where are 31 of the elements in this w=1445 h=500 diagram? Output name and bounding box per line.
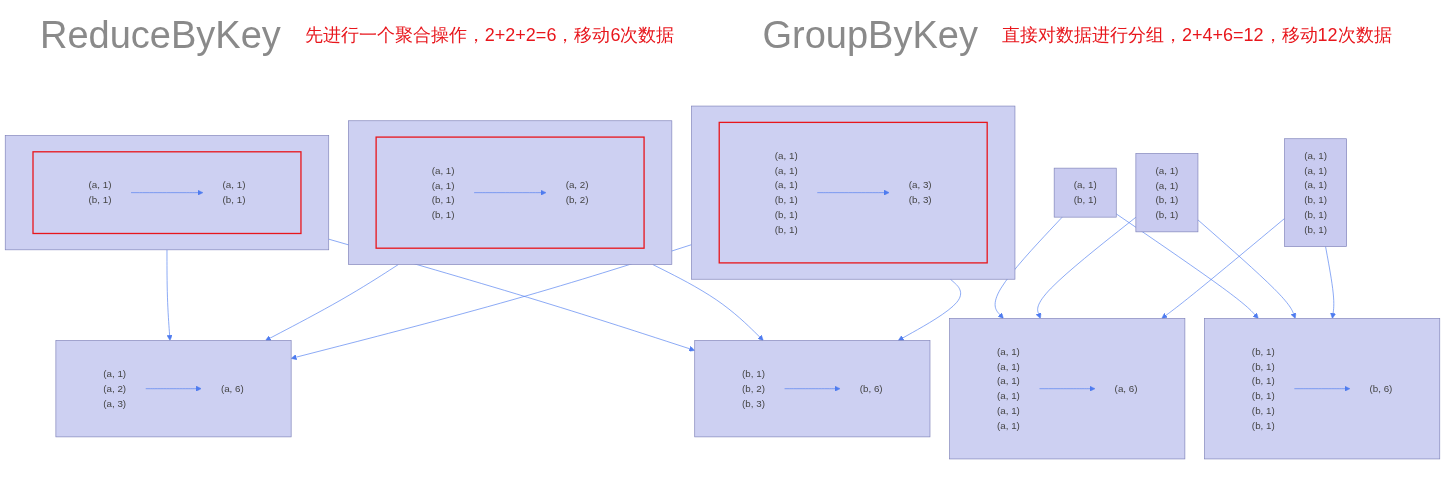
note-text: 先进行一个聚合操作，2+2+2=6，移动6次数据 xyxy=(304,24,675,47)
cluster xyxy=(718,121,988,264)
node-box: (a, 1) (a, 1) (b, 1) (b, 1) xyxy=(1135,153,1199,233)
cluster xyxy=(949,318,1186,460)
node-box: (a, 1) (b, 1) xyxy=(1053,167,1117,218)
node-box: (a, 1) (a, 1) (a, 1) (b, 1) (b, 1) (b, 1) xyxy=(1284,138,1347,247)
cluster xyxy=(691,105,1016,280)
cluster xyxy=(4,135,330,251)
cluster xyxy=(375,136,645,249)
node-text: (a, 1) (a, 1) (a, 1) (a, 1) (a, 1) (a, 1) xyxy=(996,345,1020,431)
node-text: (b, 6) xyxy=(1369,382,1393,394)
cluster xyxy=(55,340,292,438)
node-text: (a, 3) (b, 3) xyxy=(908,179,932,206)
node-text: (a, 2) (b, 2) xyxy=(565,179,589,206)
node-text: (a, 1) (a, 2) (a, 3) xyxy=(103,367,127,409)
node-text: (b, 6) xyxy=(859,382,883,394)
cluster xyxy=(694,340,931,438)
note-text: 直接对数据进行分组，2+4+6=12，移动12次数据 xyxy=(1001,24,1392,47)
node-text: (a, 6) xyxy=(220,382,244,394)
cluster xyxy=(1204,318,1441,460)
node-text: (a, 1) (b, 1) xyxy=(222,179,246,206)
node-text: (b, 1) (b, 1) (b, 1) (b, 1) (b, 1) (b, 1) xyxy=(1251,345,1275,431)
node-text: (a, 1) (a, 1) (b, 1) (b, 1) xyxy=(431,164,455,220)
cluster xyxy=(348,120,673,265)
heading: ReduceByKey xyxy=(40,13,281,57)
cluster xyxy=(32,151,302,235)
heading: GroupByKey xyxy=(762,13,978,57)
node-text: (a, 1) (b, 1) xyxy=(88,179,112,206)
node-text: (b, 1) (b, 2) (b, 3) xyxy=(742,367,765,409)
node-text: (a, 6) xyxy=(1114,382,1138,394)
node-text: (a, 1) (a, 1) (a, 1) (b, 1) (b, 1) (b, 1) xyxy=(774,149,798,235)
